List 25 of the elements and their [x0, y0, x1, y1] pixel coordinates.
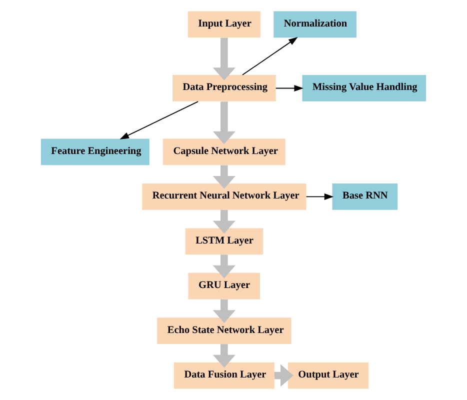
- node-box: Output Layer: [288, 362, 369, 389]
- arrow: [212, 165, 236, 189]
- arrow: [242, 37, 298, 76]
- arrow: [212, 102, 236, 144]
- node-box: GRU Layer: [188, 272, 260, 300]
- arrow: [120, 101, 199, 140]
- node-box: LSTM Layer: [185, 228, 263, 255]
- node-box: Data Fusion Layer: [174, 362, 274, 389]
- node-box: Recurrent Neural Network Layer: [142, 184, 306, 210]
- arrow: [212, 344, 236, 368]
- arrow: [274, 364, 294, 387]
- arrow: [306, 193, 334, 200]
- node-box: Echo State Network Layer: [157, 318, 292, 344]
- node-box: Feature Engineering: [40, 138, 150, 166]
- node-box: Missing Value Handling: [302, 75, 426, 102]
- arrow: [275, 85, 304, 92]
- node-box: Normalization: [274, 11, 356, 38]
- node-box: Input Layer: [188, 11, 260, 38]
- node-box: Capsule Network Layer: [162, 138, 286, 166]
- node-box: Base RNN: [332, 184, 398, 210]
- arrow: [212, 210, 236, 234]
- arrow: [212, 38, 236, 80]
- arrow: [212, 254, 236, 278]
- node-box: Data Preprocessing: [172, 75, 276, 102]
- arrow: [212, 299, 236, 324]
